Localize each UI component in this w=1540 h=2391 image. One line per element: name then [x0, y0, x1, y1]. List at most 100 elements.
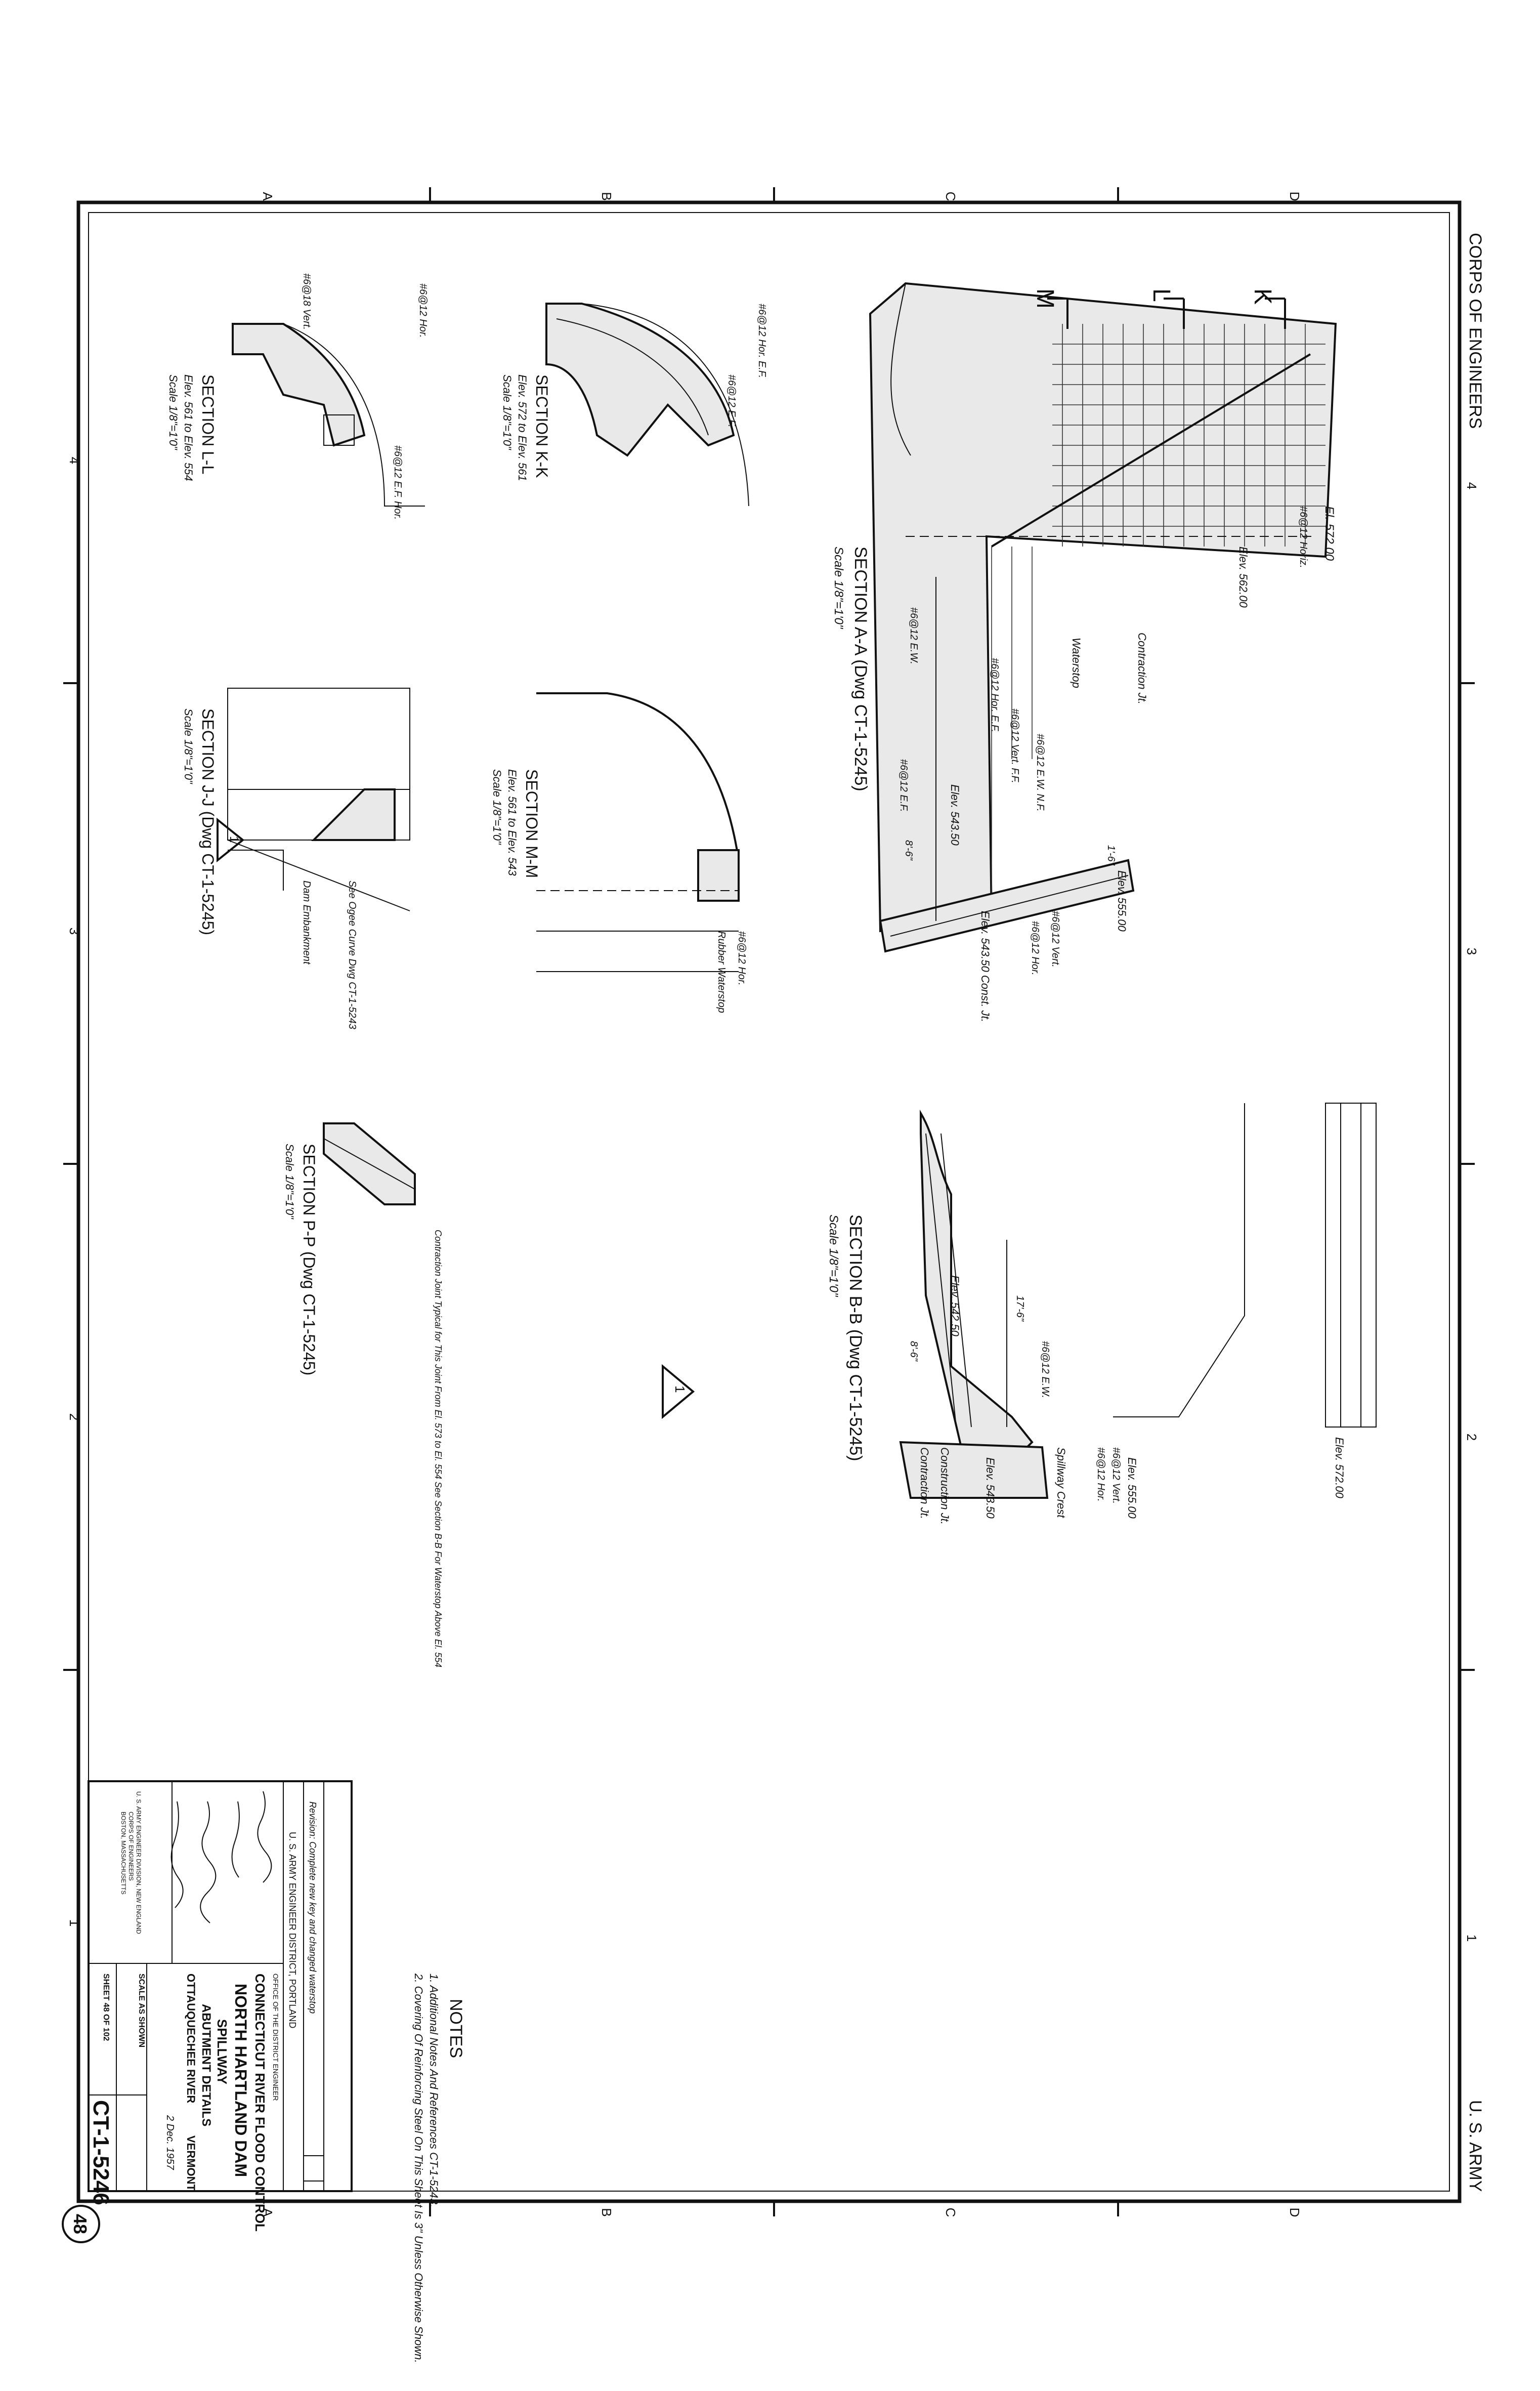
section-j-j-scale: Scale 1/8"=1'0"	[182, 708, 195, 784]
title-state: VERMONT	[185, 2135, 197, 2192]
section-l-l-sub: Elev. 561 to Elev. 554	[182, 374, 195, 481]
a-a-elev-572: El. 572.00	[1322, 506, 1336, 561]
border-number-2-left: 2	[67, 1413, 82, 1420]
title-office-1: U. S. ARMY ENGINEER DISTRICT, PORTLAND	[287, 1832, 297, 2028]
cut-markers	[1047, 298, 1286, 329]
section-b-b-title: SECTION B-B (Dwg CT-1-5245)	[846, 1214, 865, 1461]
section-l-l-scale: Scale 1/8"=1'0"	[167, 374, 180, 450]
a-a-bar-2: #6@12 Vert. F.F.	[1009, 708, 1020, 783]
cut-marker-l: L	[1148, 288, 1175, 302]
b-b-bar-1: #6@12 E.W.	[1040, 1341, 1051, 1398]
title-drawing-no: CT-1-5246	[89, 2100, 113, 2205]
j-j-see: See Ogee Curve Dwg CT-1-5243	[347, 880, 358, 1029]
b-b-dim-2: 8'-6"	[908, 1341, 919, 1362]
section-m-m-scale: Scale 1/8"=1'0"	[491, 769, 503, 845]
title-project: CONNECTICUT RIVER FLOOD CONTROL	[252, 1974, 268, 2232]
a-a-bar-4: #6@12 Hor. E.F.	[989, 658, 1000, 732]
section-k-k-scale: Scale 1/8"=1'0"	[501, 374, 514, 450]
b-b-construction: Construction Jt.	[938, 1447, 951, 1525]
section-l-l-drawing	[232, 323, 425, 507]
border-letter-c-bottom: C	[943, 2208, 958, 2217]
a-a-waterstop: Waterstop	[1070, 638, 1083, 688]
title-division-3: BOSTON, MASSACHUSETTS	[120, 1812, 127, 1895]
section-m-m-sub: Elev. 561 to Elev. 543	[506, 769, 519, 876]
b-b-elev-572: Elev. 572.00	[1333, 1437, 1346, 1498]
cut-marker-k: K	[1249, 288, 1276, 305]
revision-mark-j-j: 1	[227, 836, 241, 843]
section-a-a-title: SECTION A-A (Dwg CT-1-5245)	[851, 547, 870, 791]
sheet-number-circle	[62, 2205, 100, 2243]
a-a-elev-562: Elev. 562.00	[1237, 547, 1250, 608]
title-drawing: ABUTMENT DETAILS	[199, 2004, 213, 2126]
a-a-dim-2: 8'-6"	[903, 840, 914, 861]
title-river: OTTAUQUECHEE RIVER	[185, 1974, 197, 2103]
section-j-j-title: SECTION J-J (Dwg CT-1-5245)	[199, 708, 217, 935]
section-a-a-scale: Scale 1/8"=1'0"	[832, 547, 845, 630]
border-letter-d-bottom: D	[1287, 2208, 1302, 2217]
notes-heading: NOTES	[446, 1999, 465, 2058]
b-b-spillway-crest: Spillway Crest	[1055, 1447, 1067, 1518]
signature-marks	[170, 1791, 272, 1923]
note-2: 2. Covering Of Reinforcing Steel On This…	[412, 1973, 425, 2363]
border-number-1-left: 1	[67, 1919, 82, 1926]
a-a-contraction: Contraction Jt.	[1136, 633, 1148, 704]
b-b-elev-555: Elev. 555.00	[1126, 1457, 1138, 1519]
section-b-b-drawing	[899, 1103, 1377, 1499]
a-a-bar-8: #6@12 Hor.	[1030, 921, 1041, 975]
border-number-3-left: 3	[67, 928, 82, 935]
title-scale: SCALE AS SHOWN	[137, 1974, 146, 2047]
j-j-dam: Dam Embankment	[301, 880, 312, 965]
b-b-bar-2: #6@12 Vert.	[1110, 1447, 1122, 1504]
note-1: 1. Additional Notes And References CT-1-…	[427, 1974, 440, 2207]
title-division-1: U. S. ARMY ENGINEER DIVISION, NEW ENGLAN…	[135, 1791, 142, 1934]
revision-mark-box	[303, 2155, 324, 2182]
agency-bottom-label: U. S. ARMY	[1466, 2100, 1485, 2192]
a-a-bar-3: #6@12 E.W.	[908, 607, 919, 664]
border-letter-b-bottom: B	[599, 2208, 614, 2216]
l-l-bar-1: #6@12 Hor.	[417, 283, 429, 338]
border-letter-d-top: D	[1287, 192, 1302, 201]
title-dam: NORTH HARTLAND DAM	[232, 1984, 250, 2177]
border-letter-a-top: A	[260, 192, 275, 201]
title-block-frame	[88, 1780, 353, 2192]
b-b-elev-542: Elev. 542.50	[949, 1275, 961, 1336]
section-p-p-scale: Scale 1/8"=1'0"	[283, 1144, 296, 1220]
title-office-2: OFFICE OF THE DISTRICT ENGINEER	[272, 1974, 280, 2101]
a-a-bar-1: #6@12 Horiz.	[1298, 506, 1309, 568]
section-a-a-drawing	[869, 282, 1337, 953]
b-b-contraction: Contraction Jt.	[918, 1447, 931, 1519]
border-letter-b-top: B	[599, 192, 614, 200]
revision-triangle-j-j	[217, 817, 245, 863]
p-p-note: Contraction Joint Typical for This Joint…	[433, 1230, 443, 1667]
border-number-4-left: 4	[67, 457, 82, 464]
a-a-dim-1: 1'-6"	[1105, 845, 1117, 866]
title-feature: SPILLWAY	[215, 2019, 230, 2084]
sheet-number-label: 48	[70, 2214, 91, 2234]
border-number-4-right: 4	[1464, 482, 1479, 489]
section-m-m-title: SECTION M-M	[523, 769, 541, 878]
a-a-bar-5: #6@12 E.F.	[898, 759, 909, 812]
section-k-k-sub: Elev. 572 to Elev. 561	[516, 374, 529, 481]
border-number-3-right: 3	[1464, 948, 1479, 955]
section-b-b-scale: Scale 1/8"=1'0"	[827, 1214, 840, 1297]
section-k-k-drawing	[545, 303, 749, 507]
m-m-bar-1: #6@12 Hor.	[736, 931, 747, 985]
agency-top-label: CORPS OF ENGINEERS	[1466, 233, 1485, 429]
a-a-bar-7: #6@12 Vert.	[1050, 911, 1061, 968]
l-l-bar-3: #6@12 E.F. Hor.	[392, 445, 403, 520]
a-a-bar-6: #6@12 E.W. N.F.	[1035, 734, 1046, 812]
b-b-elev-543: Elev. 543.50	[984, 1457, 997, 1519]
b-b-bar-3: #6@12 Hor.	[1095, 1447, 1106, 1501]
l-l-bar-2: #6@18 Vert.	[301, 273, 312, 330]
section-p-p-drawing	[323, 1122, 416, 1205]
section-k-k-title: SECTION K-K	[533, 374, 551, 478]
section-j-j-drawing	[227, 688, 410, 911]
revision-triangle-center	[662, 1364, 695, 1419]
sheet-border	[63, 187, 1475, 2216]
cut-marker-m: M	[1032, 288, 1058, 309]
revision-mark-center: 1	[672, 1386, 688, 1393]
border-number-2-right: 2	[1464, 1434, 1479, 1441]
a-a-elev-543-jt: Elev. 543.50 Const. Jt.	[979, 911, 992, 1022]
title-division-2: CORPS OF ENGINEERS	[127, 1812, 135, 1881]
